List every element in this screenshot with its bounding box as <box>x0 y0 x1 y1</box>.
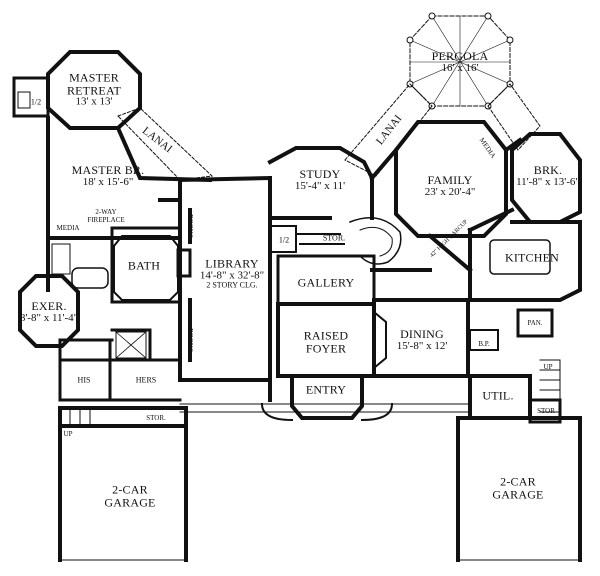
entry-arch <box>260 402 394 422</box>
bp-label: B.P. <box>478 340 490 348</box>
master-retreat-name: MASTER RETREAT <box>66 70 122 98</box>
gallery-label: GALLERY <box>298 277 355 290</box>
entry-walls <box>290 374 364 420</box>
stor-right-label: STOR <box>537 407 555 415</box>
media-right-outline <box>487 83 541 151</box>
raised-foyer-name: RAISED FOYER <box>303 328 349 355</box>
dining-dims: 15'-8" x 12' <box>396 339 448 352</box>
books-top-label: BOOKS <box>185 214 194 238</box>
exer-walls <box>18 274 80 348</box>
master-br-name: MASTER BR. <box>71 162 145 177</box>
garage-left-walls <box>58 406 188 562</box>
garage-right-name: 2-CAR GARAGE <box>492 474 544 501</box>
half-bath-left-walls <box>12 76 50 118</box>
entry-name: ENTRY <box>305 382 347 397</box>
garage-right-label: 2-CAR GARAGE <box>488 475 548 500</box>
master-wing-walls <box>46 116 213 382</box>
his-label: HIS <box>77 375 91 385</box>
pan-label: PAN. <box>527 319 543 327</box>
library-dims: 14'-8" x 32'-8" <box>199 269 265 282</box>
library-walls <box>177 175 273 402</box>
study-dims: 15'-4" x 11' <box>294 179 346 192</box>
library-name: LIBRARY <box>205 256 259 271</box>
exer-dims: 8'-8" x 11'-4" <box>19 311 79 324</box>
right-stair <box>539 359 561 413</box>
dining-bay <box>372 310 387 370</box>
garage-left-label: 2-CAR GARAGE <box>100 483 160 508</box>
fireplace-label-1: 2-WAY <box>95 208 117 216</box>
study-label: STUDY 15'-4" x 11' <box>295 168 345 192</box>
tub <box>71 267 109 289</box>
kitchen-name: KITCHEN <box>504 250 560 265</box>
exer-label: EXER. 8'-8" x 11'-4" <box>20 300 78 324</box>
lanai-right-outline <box>344 83 433 177</box>
kitchen-island <box>489 239 551 275</box>
media-left-label: MEDIA <box>56 224 80 232</box>
master-retreat-dims: 13' x 13' <box>75 95 113 108</box>
study-name: STUDY <box>299 166 341 181</box>
family-label: FAMILY 23' x 20'-4" <box>425 174 476 198</box>
vanity-left <box>51 243 71 275</box>
family-dims: 23' x 20'-4" <box>424 185 476 198</box>
hers-label: HERS <box>135 375 157 385</box>
pan-walls <box>516 308 554 338</box>
family-name: FAMILY <box>427 172 473 187</box>
raised-foyer-label: RAISED FOYER <box>296 329 356 354</box>
kitchen-walls <box>467 207 582 302</box>
brk-name: BRK. <box>533 162 563 177</box>
study-walls <box>267 146 374 220</box>
family-perimeter <box>369 137 523 273</box>
master-br-label: MASTER BR. 18' x 15'-6" <box>72 164 145 188</box>
brk-dims: 11'-8" x 13'-6" <box>516 175 580 188</box>
master-retreat-label: MASTER RETREAT 13' x 13' <box>59 70 129 109</box>
util-label: UTIL. <box>482 390 513 403</box>
pergola-label: PERGOLA 16' x 16' <box>432 50 489 74</box>
fireplace <box>176 248 192 278</box>
half-bath-left-fixture <box>17 91 31 109</box>
bath-octagon <box>113 235 179 301</box>
master-bath-walls <box>110 226 182 304</box>
dining-walls <box>372 298 470 378</box>
library-label: LIBRARY 14'-8" x 32'-8" 2 STORY CLG. <box>200 258 264 291</box>
gallery-name: GALLERY <box>297 275 355 290</box>
exer-name: EXER. <box>31 298 67 313</box>
master-br-dims: 18' x 15'-6" <box>82 175 134 188</box>
up-right-label: UP <box>543 363 553 371</box>
dining-label: DINING 15'-8" x 12' <box>397 328 448 352</box>
lanai-left-outline <box>117 107 214 181</box>
bath-name: BATH <box>127 258 161 273</box>
front-porch <box>179 403 471 413</box>
library-note: 2 STORY CLG. <box>206 280 258 290</box>
stor-left-label: STOR. <box>146 414 166 422</box>
dining-name: DINING <box>400 326 444 341</box>
bp-walls <box>469 329 499 351</box>
closet-shelving <box>115 331 147 359</box>
half-bath-center-walls <box>271 225 345 253</box>
curved-stair-inner <box>359 226 393 257</box>
fireplace-label-2: FIREPLACE <box>87 216 125 224</box>
stor-right-walls <box>528 398 562 424</box>
books-bottom-label: BOOKS <box>185 328 194 352</box>
family-walls <box>394 120 508 238</box>
curved-stair <box>349 217 402 265</box>
entry-label: ENTRY <box>306 384 346 397</box>
stor-center-label: STOR. <box>322 233 346 243</box>
closets-walls <box>58 328 182 402</box>
kitchen-label: KITCHEN <box>505 252 559 265</box>
up-left-label: UP <box>63 430 73 438</box>
pergola-name: PERGOLA <box>431 48 489 63</box>
half-bath-left-label: 1/2 <box>30 97 42 107</box>
garage-left-name: 2-CAR GARAGE <box>104 482 156 509</box>
brk-label: BRK. 11'-8" x 13'-6" <box>516 164 580 188</box>
bath-label: BATH <box>128 260 160 273</box>
pergola-rafters <box>409 15 511 107</box>
half-bath-center-label: 1/2 <box>278 235 290 245</box>
util-name: UTIL. <box>482 388 514 403</box>
garage-left-steps <box>69 409 91 427</box>
pergola-dims: 16' x 16' <box>441 61 479 74</box>
garage-right-walls <box>456 416 582 562</box>
